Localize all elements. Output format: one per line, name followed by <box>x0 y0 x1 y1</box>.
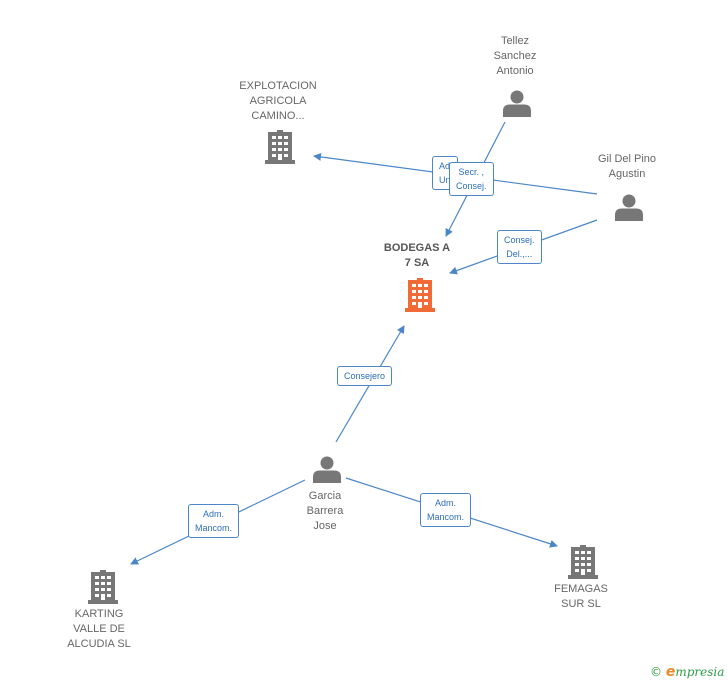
edge-label-garcia-femagas[interactable]: Adm. Mancom. <box>420 493 472 527</box>
brand-name: mpresia <box>675 665 725 679</box>
node-label-tellez[interactable]: Tellez Sanchez Antonio <box>493 35 537 77</box>
copyright-icon: © <box>650 665 662 679</box>
edges <box>130 121 598 565</box>
edge-label-garcia-bodegas[interactable]: Consejero <box>337 366 393 386</box>
node-label-garcia[interactable]: Garcia Barrera Jose <box>306 490 344 532</box>
copyright-brand: © empresia <box>650 664 724 680</box>
node-label-karting[interactable]: KARTING VALLE DE ALCUDIA SL <box>67 608 131 650</box>
person-icon[interactable] <box>313 456 341 484</box>
building-icon[interactable] <box>405 278 435 312</box>
edge-label-garcia-karting[interactable]: Adm. Mancom. <box>188 504 240 538</box>
building-icon[interactable] <box>88 570 118 604</box>
building-icon[interactable] <box>568 545 598 579</box>
node-label-femagas[interactable]: FEMAGAS SUR SL <box>554 583 608 610</box>
node-label-gil[interactable]: Gil Del Pino Agustin <box>597 153 657 180</box>
brand-initial: e <box>665 664 676 680</box>
person-icon[interactable] <box>503 90 531 118</box>
person-icon[interactable] <box>615 194 643 222</box>
node-label-bodegas[interactable]: BODEGAS A 7 SA <box>383 242 451 269</box>
edge-label-gil-bodegas[interactable]: Consej. Del.,... <box>497 230 542 264</box>
building-icon[interactable] <box>265 130 295 164</box>
edge-label-tellez-bodegas[interactable]: Secr. , Consej. <box>449 162 494 196</box>
node-label-explotacion[interactable]: EXPLOTACION AGRICOLA CAMINO... <box>239 80 317 122</box>
